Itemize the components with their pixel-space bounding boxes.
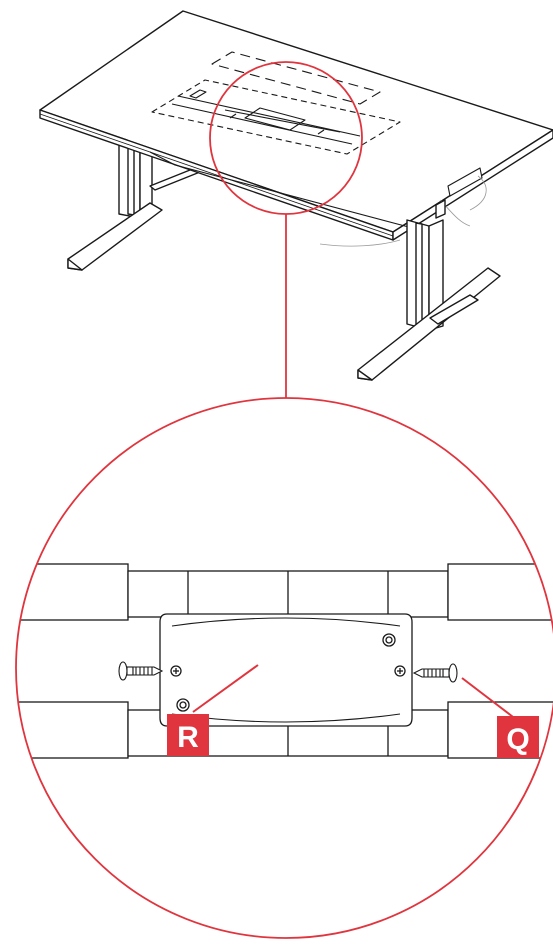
mount-hole-bottom-left (176, 698, 190, 712)
svg-text:Q: Q (506, 723, 529, 756)
desk-leg-left (67, 142, 201, 271)
mount-hole-top-right (382, 633, 396, 647)
desk-leg-right (357, 199, 501, 381)
loose-screw-right (412, 663, 458, 683)
zoom-detail (16, 563, 553, 759)
loose-screw-left (118, 661, 164, 681)
desk-overview (39, 10, 553, 381)
callout-q: Q (497, 716, 539, 758)
cable-tray-outline (151, 51, 401, 155)
callout-r: R (167, 714, 209, 756)
leader-line-q (461, 677, 518, 721)
desk-frame (149, 151, 487, 247)
detail-zoom-circle (15, 397, 553, 939)
svg-text:R: R (177, 721, 199, 754)
upper-rail (16, 563, 553, 621)
leader-line-r (192, 664, 259, 713)
